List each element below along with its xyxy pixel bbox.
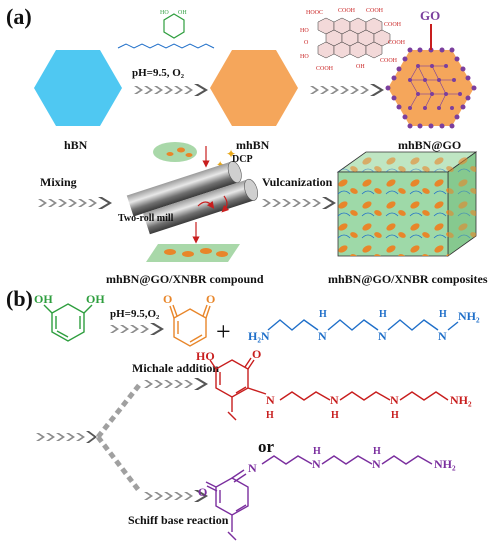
label-compound: mhBN@GO/XNBR compound (106, 272, 264, 286)
amine-h-3: H (439, 309, 447, 320)
label-mhbn-go: mhBN@GO (398, 138, 461, 152)
michael-n-1: N (266, 393, 275, 407)
svg-text:✦: ✦ (226, 147, 236, 161)
amine-h2n: H₂N (248, 329, 270, 343)
label-two-roll-mill: Two-roll mill (118, 213, 174, 224)
schiff-n-1: N (248, 461, 257, 475)
go-group-7: O (304, 40, 309, 46)
amine-h-2: H (379, 309, 387, 320)
reagent-sketch: HO OH (117, 10, 215, 49)
quinone-o-1: O (163, 292, 172, 306)
go-group-5: COOH (380, 58, 398, 64)
plus-sign: + (216, 317, 231, 346)
label-mhbn: mhBN (236, 138, 270, 152)
michael-o: O (252, 347, 261, 361)
go-group-2: COOH (338, 8, 356, 14)
arrow-schiff (144, 490, 208, 502)
composite-cube (336, 151, 478, 257)
amine-h-1: H (319, 309, 327, 320)
two-roll-mill: ✦ ✦ (126, 142, 259, 262)
arrow-branch-down (96, 435, 142, 494)
go-group-6: HO (300, 28, 309, 34)
arrow-michael (144, 378, 208, 390)
schiff-nh2: NH₂ (434, 457, 456, 471)
label-composites: mhBN@GO/XNBR composites (328, 272, 488, 286)
quinone-o-2: O (206, 292, 215, 306)
amine-n-2: N (378, 329, 387, 343)
label-mixing: Mixing (40, 175, 77, 189)
arrow-mhbn-to-mhbngo (310, 84, 384, 96)
svg-text:HO: HO (160, 10, 169, 16)
label-michale-addition: Michale addition (132, 361, 219, 375)
o-quinone (169, 304, 211, 347)
schiff-n-3: N (372, 457, 381, 471)
schiff-product (205, 455, 433, 541)
arrow-catechol-to-quinone (110, 323, 164, 335)
schiff-h-2: H (313, 446, 321, 457)
panel-b-label: (b) (6, 286, 33, 311)
amine-n-1: N (318, 329, 327, 343)
michael-ho: HO (196, 349, 215, 363)
label-schiff-base: Schiff base reaction (128, 513, 229, 527)
go-group-11: COOH (388, 40, 406, 46)
panel-a-label: (a) (6, 4, 32, 29)
schiff-o: O (198, 485, 207, 499)
go-group-3: COOH (366, 8, 384, 14)
arrow-branch-start (36, 431, 97, 443)
michael-n-3: N (390, 393, 399, 407)
arrow-mixing (38, 197, 112, 209)
go-tag: GO (420, 8, 440, 23)
label-or: or (258, 437, 275, 456)
catechol-oh-1: OH (34, 292, 53, 306)
go-group-10: COOH (316, 66, 334, 72)
go-sheet: HOOC COOH COOH COOH COOH HO O HO OH COOH… (300, 8, 406, 72)
catechol-oh-2: OH (86, 292, 105, 306)
schiff-n-2: N (312, 457, 321, 471)
go-group-9: OH (356, 64, 365, 70)
conditions-b: pH=9.5,O₂ (110, 308, 160, 320)
schiff-h-3: H (373, 446, 381, 457)
michael-h-2: H (331, 410, 339, 421)
go-group-4: COOH (384, 22, 402, 28)
michael-nh2: NH₂ (450, 393, 472, 407)
mhbn-hexagon (210, 50, 298, 126)
label-hbn: hBN (64, 138, 88, 152)
amine-chain (267, 319, 459, 331)
michael-h-1: H (266, 410, 274, 421)
arrow-branch-up (96, 382, 142, 439)
amine-n-3: N (438, 329, 447, 343)
arrow-hbn-to-mhbn (134, 84, 208, 96)
mhbn-go-hexagon (385, 24, 477, 129)
hbn-hexagon (34, 50, 122, 126)
label-dcp: DCP (232, 154, 253, 165)
label-vulcanization: Vulcanization (262, 175, 333, 189)
michael-product (209, 357, 449, 421)
michael-n-2: N (330, 393, 339, 407)
svg-text:OH: OH (178, 10, 187, 16)
michael-h-3: H (391, 410, 399, 421)
conditions-a: pH=9.5, O₂ (132, 67, 185, 79)
arrow-vulcanization (262, 197, 336, 209)
go-group-1: HOOC (306, 10, 323, 16)
go-group-8: HO (300, 54, 309, 60)
amine-nh2: NH₂ (458, 309, 480, 323)
catechol (43, 303, 93, 342)
